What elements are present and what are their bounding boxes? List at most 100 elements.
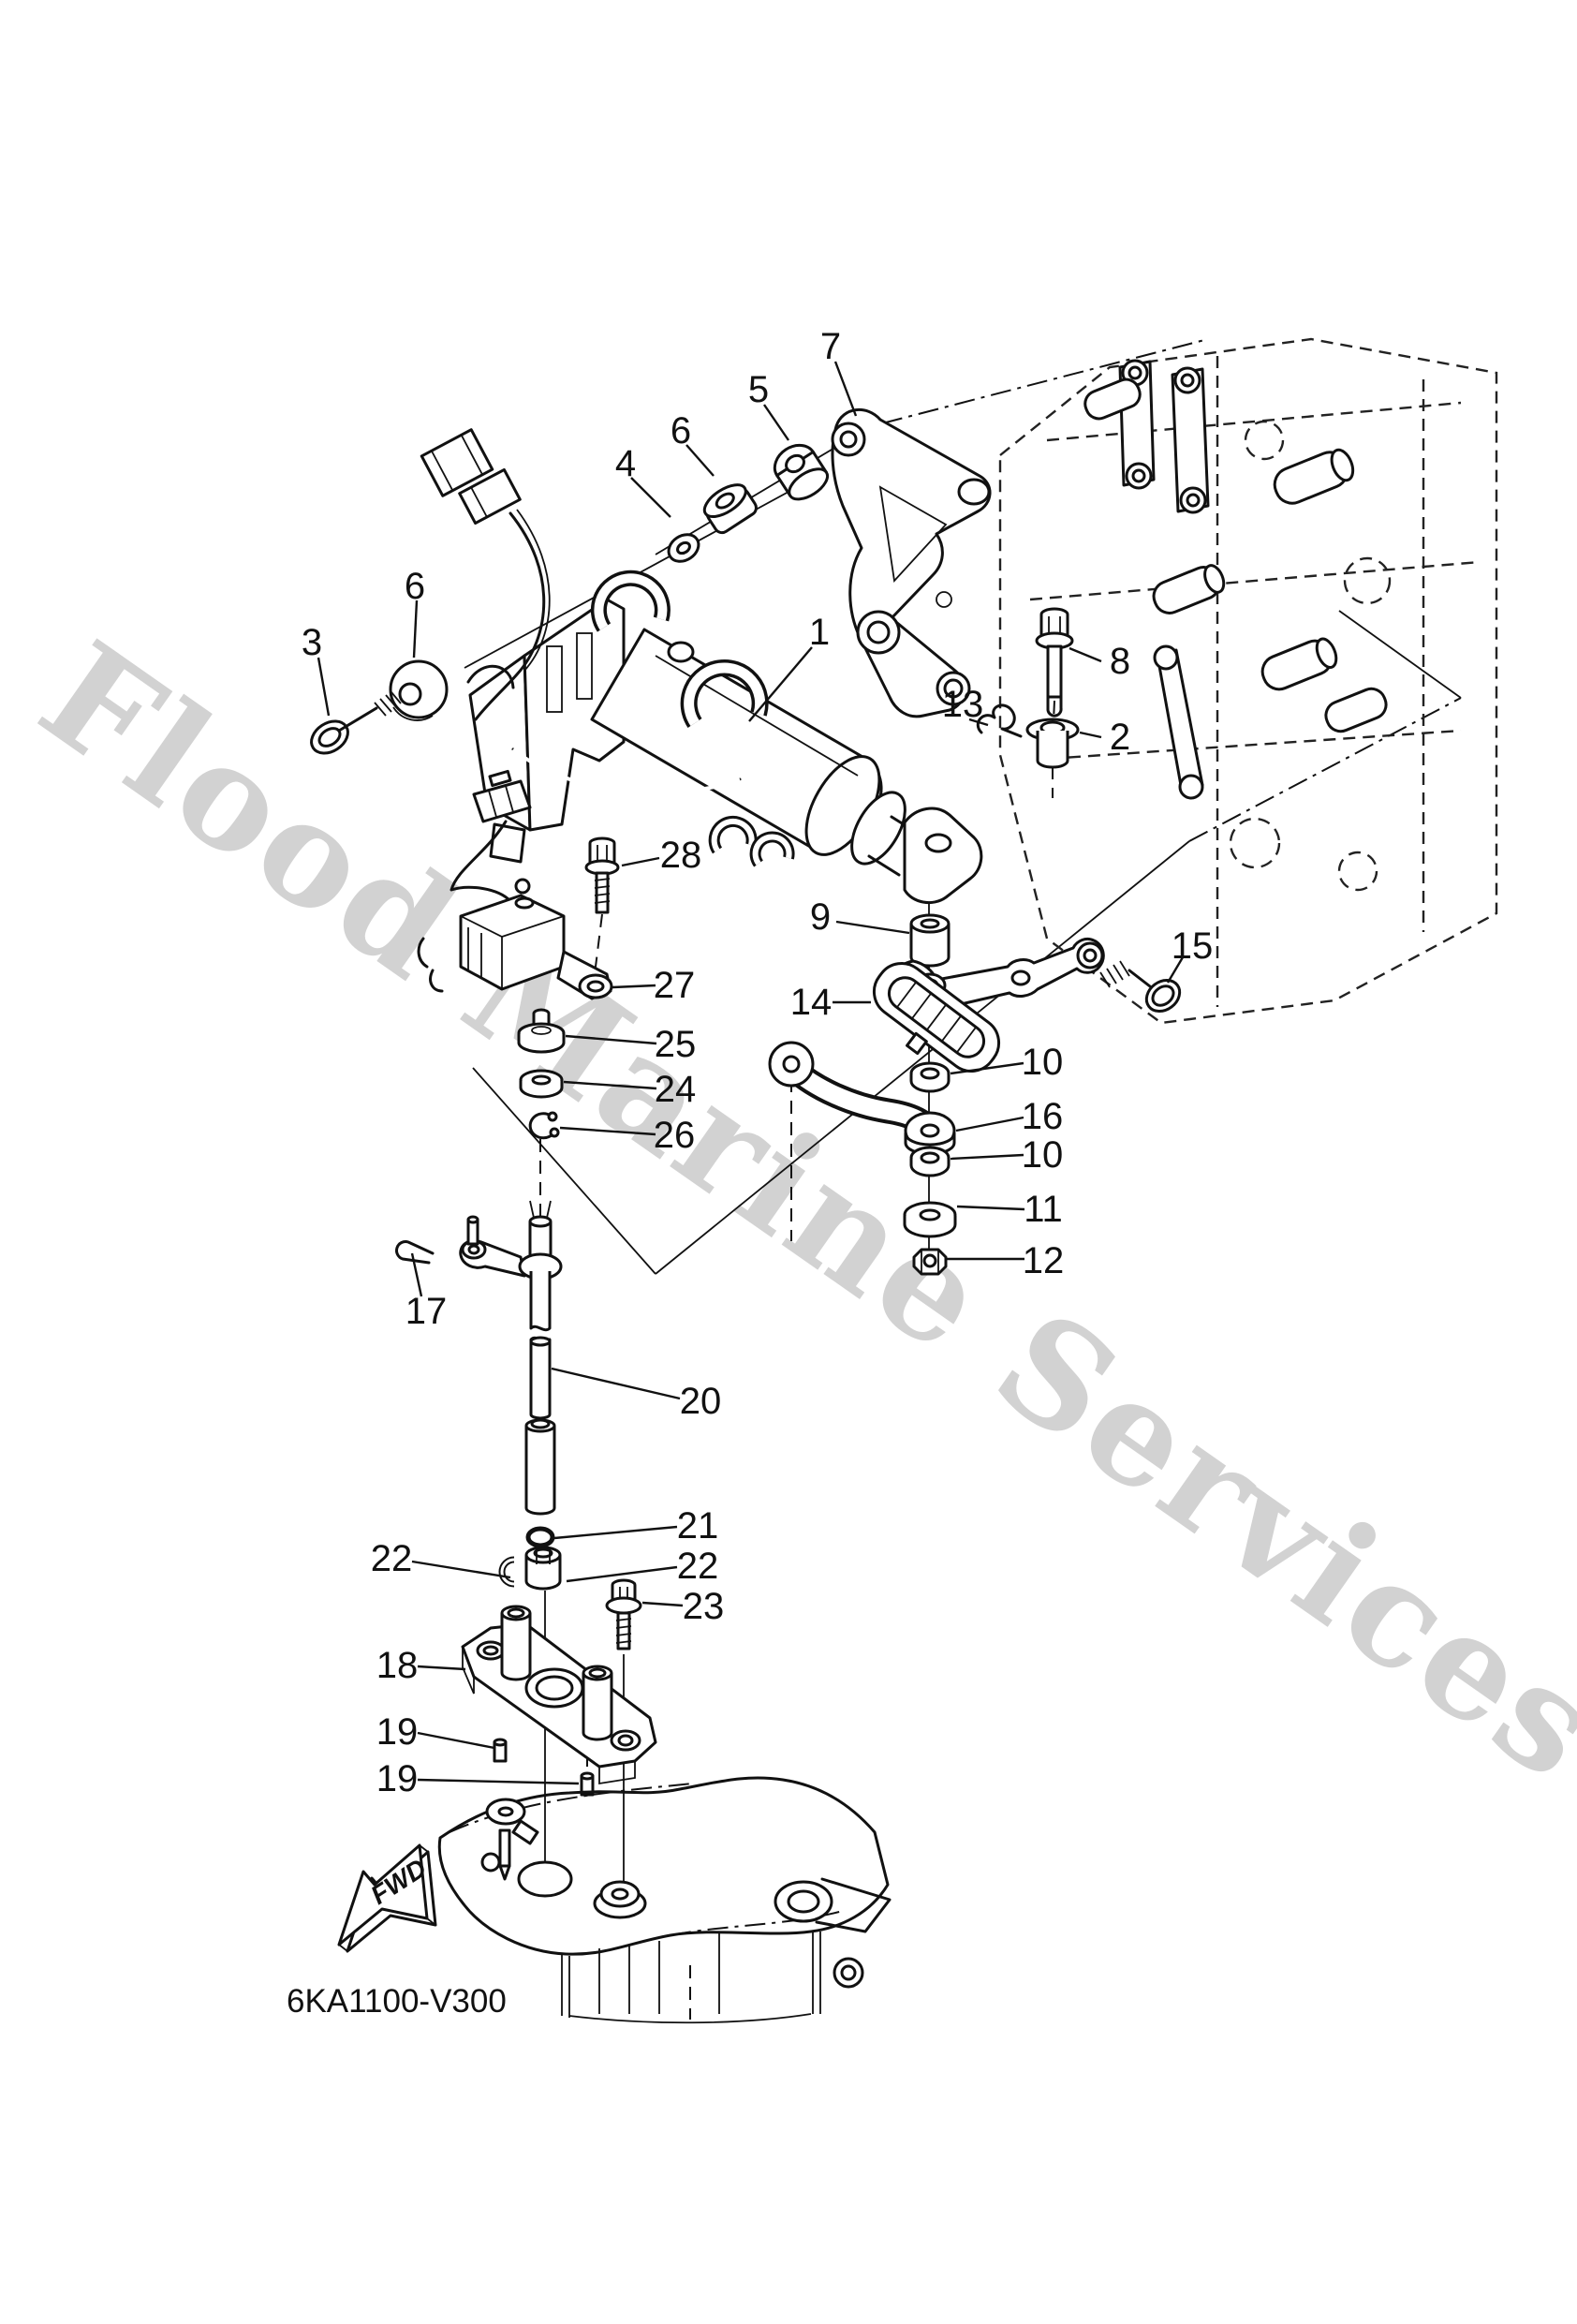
fwd-arrow: FWD [337,1843,437,1953]
leader-line-11 [956,1205,1025,1211]
leader-line-5 [763,404,789,441]
casing-leg-lines [561,1932,821,2024]
leader-line-8 [1069,646,1102,663]
callout-label-6: 6 [671,410,691,451]
leader-line-17 [410,1252,423,1297]
callout-label-2: 2 [1110,717,1130,758]
leader-line-15 [1166,956,1185,984]
callout-label-23: 23 [683,1586,725,1627]
leader-line-27 [612,984,656,989]
o-ring-part-21 [525,1526,555,1548]
callout-label-19: 19 [376,1711,419,1753]
view-boundary-dashdot [1188,697,1462,842]
bracket-part-7 [831,407,992,718]
view-boundary-left [472,1067,656,1275]
callout-label-28: 28 [660,835,702,876]
callout-label-11: 11 [1024,1189,1063,1230]
callout-label-5: 5 [748,369,769,410]
leader-line-10 [950,1061,1024,1075]
callout-label-19: 19 [376,1758,419,1799]
washer-part-24 [519,1069,564,1099]
cotter-pin-part-13 [976,703,1023,738]
nut-part-12 [912,1248,948,1276]
harness-connector-upper [420,428,494,497]
callout-label-10: 10 [1022,1042,1064,1083]
dowel-pin-19a [493,1738,508,1763]
callout-label-12: 12 [1023,1240,1065,1281]
part-code: 6KA1100-V300 [287,1983,507,2020]
cotter-pin-17 [395,1240,435,1265]
leader-line-18 [417,1665,466,1671]
harness-connector-mid [458,467,522,525]
callout-label-26: 26 [654,1115,696,1156]
leader-line-23 [641,1601,684,1607]
callout-label-15: 15 [1172,925,1214,967]
leader-line-26 [559,1126,656,1136]
bushing-part-6-top [702,483,758,535]
bolt-part-8 [1035,607,1074,718]
leader-line-2 [1079,731,1102,739]
leader-line-9 [835,920,910,935]
leader-line-28 [621,856,660,867]
callout-label-16: 16 [1022,1096,1064,1137]
leader-line-16 [955,1116,1024,1132]
grommet-part-6-left [389,659,449,721]
mount-bracket-part-18 [461,1605,657,1797]
leader-line-21 [553,1525,678,1540]
callout-label-27: 27 [654,965,696,1006]
view-boundary-mid [655,840,1190,1275]
harness-connector-lower [472,769,532,823]
washer-part-4 [667,533,700,563]
callout-label-6: 6 [405,566,425,607]
callout-label-25: 25 [655,1024,697,1065]
leader-line-13 [968,718,989,727]
bushing-part-25 [517,1008,566,1054]
leader-line-25 [565,1034,657,1045]
callout-label-21: 21 [677,1505,719,1547]
leader-line-22 [566,1565,678,1583]
clamp-part-22 [498,1546,562,1591]
bolt-part-28 [584,836,620,914]
callout-label-22: 22 [371,1538,413,1579]
callout-label-18: 18 [376,1645,419,1686]
callout-label-10: 10 [1022,1134,1064,1176]
grommet-part-2 [1025,718,1080,769]
leader-line-22 [411,1560,511,1579]
engine-rollers [1083,377,1388,733]
view-boundary-right [1338,610,1462,699]
leader-line-20 [551,1367,681,1400]
washer-part-11 [903,1201,957,1238]
callout-label-17: 17 [405,1291,448,1332]
leader-line-3 [317,657,331,717]
bolt-part-15 [1099,960,1182,1014]
callout-label-7: 7 [820,326,841,367]
callout-label-24: 24 [655,1069,697,1110]
callout-label-1: 1 [809,612,830,653]
callout-label-13: 13 [942,684,984,725]
leader-line-6 [685,444,715,477]
leader-line-24 [563,1080,657,1090]
callout-label-4: 4 [615,443,636,484]
engine-block-ghost [998,337,1498,1025]
collar-part-5 [773,443,830,501]
callout-label-3: 3 [302,622,322,663]
lever-part-17 [395,1200,563,1280]
leader-line-1 [748,646,813,722]
washer-part-10-lower [909,1146,951,1177]
link-rod-part-20 [524,1271,556,1516]
leader-line-10 [950,1153,1024,1161]
leader-line-19 [417,1778,580,1785]
leader-line-6 [412,600,419,659]
circlip-part-26 [528,1111,560,1140]
engine-link-plates [1118,359,1210,800]
callout-label-8: 8 [1110,641,1130,682]
callout-label-20: 20 [680,1381,722,1422]
gasket-part-14 [872,962,1001,1073]
leader-line-7 [833,361,858,417]
washer-part-10-upper [909,1061,951,1093]
leader-line-19 [417,1731,495,1750]
solenoid-assembly [417,769,613,1000]
